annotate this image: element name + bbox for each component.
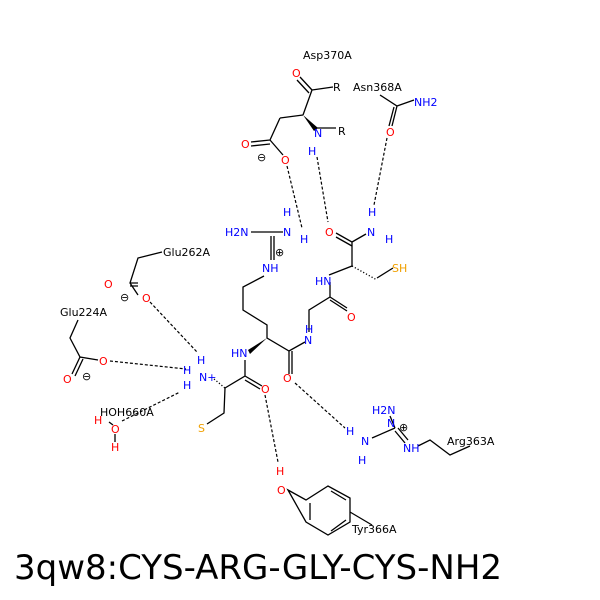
atom-label: O bbox=[63, 373, 72, 386]
atom-label: H bbox=[183, 379, 191, 392]
charge-minus-icon: ⊖ bbox=[82, 370, 91, 383]
residue-label-arg363: Arg363A bbox=[447, 435, 495, 448]
atom-label: H2N bbox=[225, 226, 249, 239]
residue-label-tyr366: Tyr366A bbox=[351, 523, 397, 536]
atom-label: H bbox=[300, 233, 308, 246]
atom-label: O bbox=[292, 67, 301, 80]
atom-label: H bbox=[183, 364, 191, 377]
charge-minus-icon: ⊖ bbox=[120, 291, 129, 304]
atom-label: NH2 bbox=[414, 96, 438, 109]
atom-label: H bbox=[94, 414, 102, 427]
atom-label: R bbox=[333, 81, 341, 94]
atom-label: N bbox=[304, 334, 312, 347]
residue-label-hoh660: HOH660A bbox=[100, 406, 154, 419]
atom-label: H bbox=[385, 233, 393, 246]
atom-label: N bbox=[361, 435, 369, 448]
atom-label: H bbox=[283, 206, 291, 219]
atom-label: H bbox=[368, 206, 376, 219]
atom-label: N+ bbox=[199, 371, 216, 384]
residue-label-asn368: Asn368A bbox=[353, 81, 402, 94]
bonds bbox=[69, 76, 471, 536]
residue-label-glu224: Glu224A bbox=[60, 306, 108, 319]
atom-label: H bbox=[308, 145, 316, 158]
atom-label: H bbox=[346, 425, 354, 438]
atom-label: O bbox=[104, 278, 113, 291]
atom-label: O bbox=[111, 423, 120, 436]
atom-label: H bbox=[358, 454, 366, 467]
atom-label: NH bbox=[262, 262, 279, 275]
atom-label: H2N bbox=[372, 404, 396, 417]
atom-label: N bbox=[387, 417, 395, 430]
atom-label: N bbox=[314, 127, 322, 140]
atom-label: O bbox=[277, 484, 286, 497]
atom-label: N bbox=[367, 226, 375, 239]
atom-label: O bbox=[99, 355, 108, 368]
atom-label: O bbox=[325, 226, 334, 239]
atom-label: HN bbox=[315, 275, 332, 288]
charge-plus-icon: ⊕ bbox=[399, 421, 408, 434]
atom-label: S bbox=[198, 422, 205, 435]
wedge-bond bbox=[248, 338, 267, 354]
atom-labels: O R N R H O O ⊖ NH2 O H2N N H H ⊕ NH O N… bbox=[63, 67, 438, 497]
atom-label: N bbox=[283, 226, 291, 239]
charge-minus-icon: ⊖ bbox=[257, 151, 266, 164]
atom-label: H bbox=[197, 354, 205, 367]
diagram-title: 3qw8:CYS-ARG-GLY-CYS-NH2 bbox=[14, 548, 503, 588]
atom-label: O bbox=[261, 383, 270, 396]
residue-label-asp370: Asp370A bbox=[303, 49, 352, 62]
wedge-bond bbox=[303, 115, 318, 131]
atom-label: HN bbox=[231, 347, 248, 360]
atom-label: R bbox=[338, 125, 346, 138]
atom-label: H bbox=[276, 465, 284, 478]
hydrogen-bonds bbox=[109, 137, 388, 463]
atom-label: O bbox=[347, 311, 356, 324]
charge-plus-icon: ⊕ bbox=[275, 246, 284, 259]
atom-label: NH bbox=[403, 442, 420, 455]
atom-label: O bbox=[241, 138, 250, 151]
atom-label: O bbox=[283, 372, 292, 385]
atom-label: H bbox=[111, 441, 119, 454]
atom-label: O bbox=[142, 292, 151, 305]
residue-labels: Asp370A Asn368A Glu262A Glu224A HOH660A … bbox=[60, 49, 495, 536]
residue-label-glu262: Glu262A bbox=[163, 246, 211, 259]
atom-label: O bbox=[281, 154, 290, 167]
atom-label: O bbox=[386, 126, 395, 139]
atom-label: SH bbox=[392, 262, 407, 275]
atom-label: H bbox=[305, 323, 313, 336]
